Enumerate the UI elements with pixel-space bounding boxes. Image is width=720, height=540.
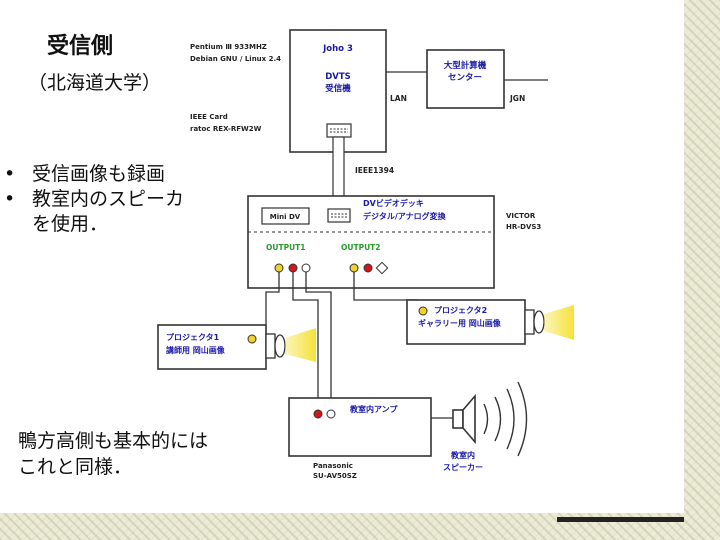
projector2-line1: プロジェクタ2 [434, 305, 487, 315]
computing-center-line1: 大型計算機 [444, 60, 487, 71]
ieee-card-line1: IEEE Card [190, 113, 228, 121]
cable-audio-right-to-amp [292, 272, 319, 412]
pc-spec-line2: Debian GNU / Linux 2.4 [190, 55, 281, 63]
projector1-input-jack [247, 334, 257, 344]
footer-rule [557, 517, 684, 522]
bullet-list: 受信画像も録画 教室内のスピーカ を使用． [2, 162, 184, 237]
output1-video-jack [274, 263, 284, 273]
projector2-lens [533, 310, 545, 334]
computing-center-box [426, 49, 505, 109]
output1-label: OUTPUT1 [266, 243, 306, 252]
dv-deck-line2: デジタル/アナログ変換 [363, 211, 447, 221]
projector1-lens-mount [265, 333, 276, 359]
speaker-line1: 教室内 [450, 450, 475, 460]
ieee1394-label: IEEE1394 [355, 166, 394, 175]
cable-to-projector2 [353, 272, 418, 301]
projector1-line1: プロジェクタ1 [166, 332, 220, 342]
bullet-continuation: を使用． [32, 213, 109, 235]
cable-audio-left-to-amp [305, 272, 332, 412]
pc-role-line1: DVTS [325, 72, 351, 82]
output2-audio-right-jack [363, 263, 373, 273]
slide-subtitle: （北海道大学） [28, 72, 162, 94]
output1-audio-right-jack [288, 263, 298, 273]
deck-ieee1394-port [327, 208, 351, 223]
mini-dv-label: Mini DV [270, 213, 301, 221]
output2-label: OUTPUT2 [341, 243, 381, 252]
projector1-light-beam [285, 328, 316, 362]
projector2-lens-mount [524, 309, 535, 335]
pc-spec-line1: Pentium Ⅲ 933MHZ [190, 43, 267, 51]
speaker-line2: スピーカー [443, 462, 483, 472]
projector2-line2: ギャラリー用 岡山画像 [418, 318, 502, 328]
note-line: これと同様． [18, 456, 133, 478]
panasonic-line1: Panasonic [313, 462, 353, 470]
projector1-lens [274, 334, 286, 358]
projector2-input-jack [418, 306, 428, 316]
output1-audio-left-jack [301, 263, 311, 273]
output2-video-jack [349, 263, 359, 273]
right-decorative-band [684, 0, 720, 540]
amp-input-right-jack [313, 409, 323, 419]
projector1-line2: 講師用 岡山画像 [166, 345, 226, 355]
note-line: 鴨方高側も基本的には [18, 430, 209, 452]
dv-deck-line1: DVビデオデッキ [363, 198, 424, 208]
amp-input-left-jack [326, 409, 336, 419]
pc-ieee1394-port [326, 123, 352, 138]
output2-audio-left-jack [375, 261, 389, 275]
amplifier-label: 教室内アンプ [349, 404, 398, 414]
mini-dv-slot [261, 207, 310, 225]
slide-title: 受信側 [47, 34, 114, 59]
ieee-card-line2: ratoc REX-RFW2W [190, 125, 262, 133]
slide-note: 鴨方高側も基本的には これと同様． [18, 428, 268, 480]
panasonic-line2: SU-AV50SZ [313, 472, 357, 480]
speaker-icon [452, 381, 528, 457]
cable-to-projector1 [265, 272, 280, 325]
bullet-item: 教室内のスピーカ [2, 187, 184, 212]
victor-line1: VICTOR [506, 212, 536, 220]
computing-center-line2: センター [448, 72, 482, 83]
projector1-box [157, 324, 267, 370]
projector2-light-beam [544, 305, 574, 340]
amplifier-box [288, 397, 432, 457]
bullet-item: 受信画像も録画 [2, 162, 184, 187]
victor-line2: HR-DVS3 [506, 223, 541, 231]
pc-name: Joho 3 [322, 44, 353, 54]
lan-label: LAN [390, 94, 407, 103]
jgn-label: JGN [509, 94, 525, 103]
pc-role-line2: 受信機 [325, 83, 351, 94]
